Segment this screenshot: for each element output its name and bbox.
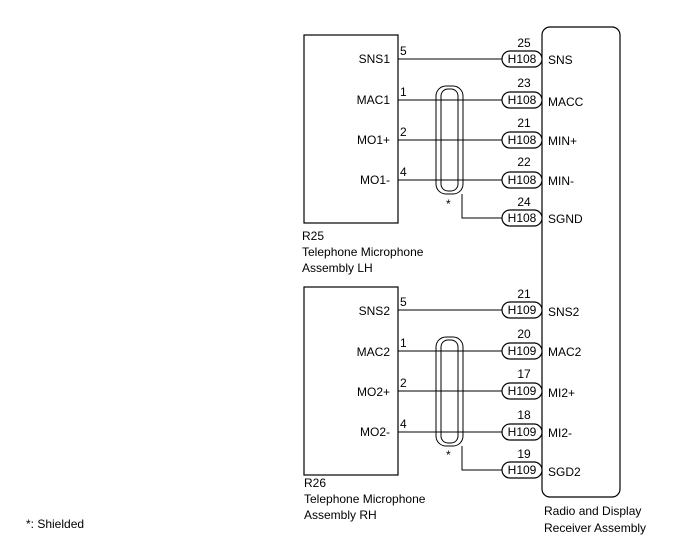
connector-label: H109 bbox=[508, 463, 537, 477]
receiver-title-line1: Radio and Display bbox=[544, 504, 641, 518]
shield-outer bbox=[435, 85, 464, 195]
connector-pill bbox=[501, 131, 543, 149]
component-pin-label: SNS1 bbox=[359, 52, 391, 66]
connector-pill bbox=[501, 342, 543, 360]
component-id: R26 bbox=[304, 476, 326, 490]
receiver-box bbox=[541, 26, 621, 498]
connector-label: H108 bbox=[508, 211, 537, 225]
component-pin-label: SNS2 bbox=[359, 304, 391, 318]
receiver-pin-number: 21 bbox=[517, 287, 531, 301]
connector-label: H109 bbox=[508, 303, 537, 317]
receiver-pin-number: 18 bbox=[517, 408, 531, 422]
component-name-line2: Assembly LH bbox=[302, 261, 373, 275]
receiver-pin-label: SGD2 bbox=[548, 465, 581, 479]
connector-label: H108 bbox=[508, 52, 537, 66]
shield-outer bbox=[435, 336, 464, 447]
receiver-pin-label: MACC bbox=[548, 95, 584, 109]
connector-pill bbox=[501, 301, 543, 319]
receiver-pin-label: MIN+ bbox=[548, 134, 577, 148]
shield-mark: * bbox=[446, 448, 451, 462]
connector-pill bbox=[501, 171, 543, 189]
receiver-pin-number: 21 bbox=[517, 116, 531, 130]
receiver-pin-number: 17 bbox=[517, 367, 531, 381]
connector-pill bbox=[501, 461, 543, 479]
receiver-title-line2: Receiver Assembly bbox=[544, 521, 646, 535]
receiver-pin-label: SNS2 bbox=[548, 305, 580, 319]
connector-label: H108 bbox=[508, 133, 537, 147]
component-pin-number: 1 bbox=[400, 336, 407, 350]
connector-label: H108 bbox=[508, 173, 537, 187]
connector-pill bbox=[501, 382, 543, 400]
component-box-r25 bbox=[303, 34, 399, 224]
connector-pill bbox=[501, 91, 543, 109]
component-pin-label: MAC1 bbox=[357, 93, 391, 107]
shield-mark: * bbox=[446, 197, 451, 211]
component-name-line1: Telephone Microphone bbox=[304, 492, 426, 506]
component-group-r26: SNS2 5 H109 21 SNS2 MAC2 1 H109 20 MAC2 … bbox=[303, 286, 582, 522]
receiver-pin-number: 25 bbox=[517, 36, 531, 50]
connector-label: H108 bbox=[508, 93, 537, 107]
receiver-pin-label: SNS bbox=[548, 53, 573, 67]
component-pin-number: 2 bbox=[400, 376, 407, 390]
component-group-r25: SNS1 5 H108 25 SNS MAC1 1 H108 23 MACC M… bbox=[302, 34, 584, 275]
receiver-pin-number: 23 bbox=[517, 76, 531, 90]
receiver-pin-label: MIN- bbox=[548, 174, 574, 188]
component-pin-number: 4 bbox=[400, 417, 407, 431]
component-pin-number: 2 bbox=[400, 125, 407, 139]
receiver-pin-number: 24 bbox=[517, 195, 531, 209]
component-pin-number: 4 bbox=[400, 165, 407, 179]
component-name-line2: Assembly RH bbox=[304, 508, 377, 522]
receiver-pin-number: 22 bbox=[517, 155, 531, 169]
component-pin-number: 5 bbox=[400, 295, 407, 309]
component-id: R25 bbox=[302, 229, 324, 243]
receiver-pin-label: MI2+ bbox=[548, 386, 575, 400]
connector-label: H109 bbox=[508, 384, 537, 398]
component-pin-label: MO2+ bbox=[357, 385, 390, 399]
connector-pill bbox=[501, 209, 543, 227]
connector-label: H109 bbox=[508, 425, 537, 439]
component-pin-label: MO1- bbox=[360, 173, 390, 187]
shield-inner bbox=[440, 339, 459, 444]
footnote: *: Shielded bbox=[26, 517, 84, 531]
connector-label: H109 bbox=[508, 344, 537, 358]
component-pin-label: MO1+ bbox=[357, 133, 390, 147]
receiver-pin-label: MI2- bbox=[548, 426, 572, 440]
receiver-pin-label: SGND bbox=[548, 212, 583, 226]
component-box-r26 bbox=[303, 286, 399, 476]
component-name-line1: Telephone Microphone bbox=[302, 245, 424, 259]
receiver-pin-number: 20 bbox=[517, 327, 531, 341]
receiver-pin-label: MAC2 bbox=[548, 345, 582, 359]
shield-ground-wire bbox=[461, 446, 502, 471]
receiver-pin-number: 19 bbox=[517, 447, 531, 461]
shield-ground-wire bbox=[461, 194, 502, 219]
component-pin-number: 1 bbox=[400, 85, 407, 99]
component-pin-label: MAC2 bbox=[357, 345, 391, 359]
component-pin-label: MO2- bbox=[360, 425, 390, 439]
connector-pill bbox=[501, 50, 543, 68]
connector-pill bbox=[501, 423, 543, 441]
shield-inner bbox=[440, 88, 459, 192]
component-pin-number: 5 bbox=[400, 44, 407, 58]
